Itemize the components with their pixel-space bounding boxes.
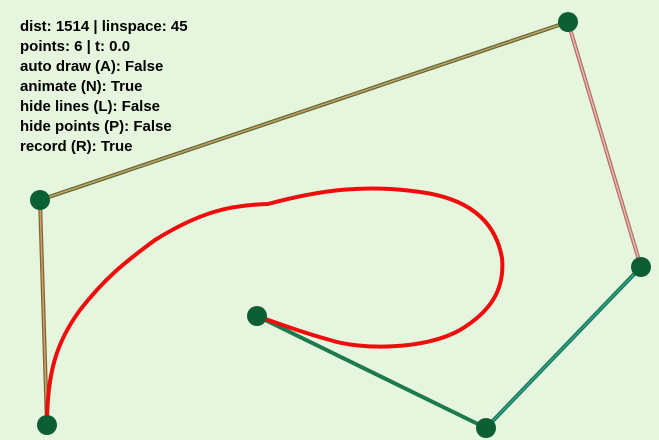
control-line-1 xyxy=(38,199,49,426)
control-point-6[interactable] xyxy=(247,306,267,326)
bezier-curve xyxy=(45,186,505,427)
control-point-2[interactable] xyxy=(30,190,50,210)
control-point-4[interactable] xyxy=(631,257,651,277)
status-auto-draw: auto draw (A): False xyxy=(20,58,164,75)
status-hide-points: hide points (P): False xyxy=(20,118,172,135)
status-points-t: points: 6 | t: 0.0 xyxy=(20,38,131,55)
control-line-3 xyxy=(566,21,643,268)
status-record: record (R): True xyxy=(20,138,133,155)
control-line-5 xyxy=(256,314,487,430)
status-dist-linspace: dist: 1514 | linspace: 45 xyxy=(20,18,188,35)
control-line-4 xyxy=(484,265,643,430)
control-point-3[interactable] xyxy=(558,12,578,32)
control-polygon xyxy=(38,20,643,430)
status-animate: animate (N): True xyxy=(20,78,143,95)
control-points[interactable] xyxy=(30,12,651,438)
status-overlay: dist: 1514 | linspace: 45 points: 6 | t:… xyxy=(20,17,188,157)
control-point-5[interactable] xyxy=(476,418,496,438)
status-hide-lines: hide lines (L): False xyxy=(20,98,161,115)
control-point-1[interactable] xyxy=(37,415,57,435)
control-line-2 xyxy=(39,20,569,202)
